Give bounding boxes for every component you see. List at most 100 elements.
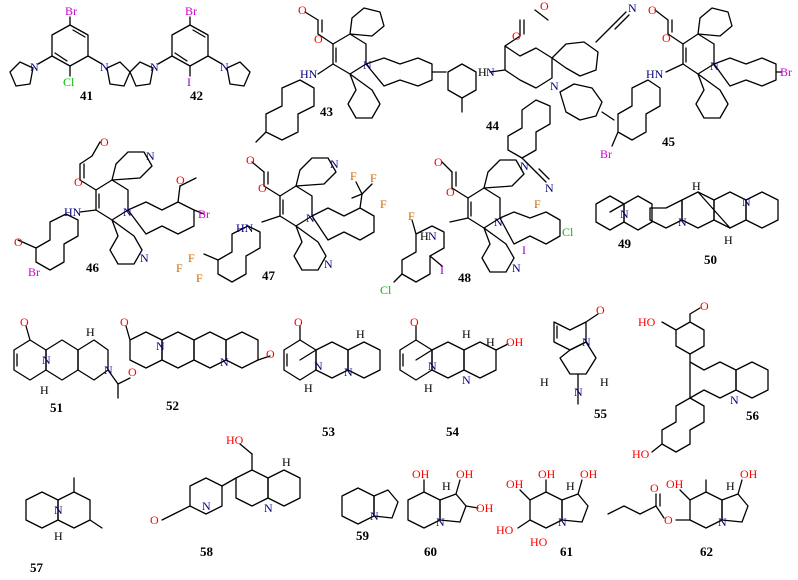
compound-number: 52: [166, 398, 179, 413]
atom-label: Br: [198, 207, 210, 221]
compound-49: N 49: [595, 195, 653, 251]
atom-label: H: [486, 335, 495, 349]
compound-number: 46: [86, 260, 100, 275]
compound-46: O O HN N N N O O Br Br 46: [14, 135, 210, 279]
compound-41: Br N N Cl 41: [9, 4, 131, 103]
atom-label: H: [462, 327, 471, 341]
atom-label: H: [478, 65, 487, 79]
atom-label: N: [140, 251, 149, 265]
compound-58: HO H N N O 58: [150, 433, 301, 559]
atom-label: I: [440, 263, 444, 277]
atom-label: O: [662, 31, 671, 45]
compound-43: O O HN N 43: [255, 3, 447, 143]
atom-label: N: [264, 501, 273, 515]
atom-label: H: [420, 229, 429, 243]
compound-number: 60: [424, 544, 437, 559]
atom-label: O: [650, 481, 659, 495]
atom-label: O: [100, 135, 109, 149]
atom-label: N: [710, 59, 719, 73]
atom-label: HN: [64, 205, 82, 219]
compound-42: Br N N I 42: [129, 4, 251, 103]
atom-label: H: [356, 327, 365, 341]
compound-51: O H H N N O 51: [13, 315, 137, 415]
compound-56: HO O HO N 56: [632, 299, 769, 461]
atom-label: N: [436, 515, 445, 529]
atom-label: HN: [646, 67, 664, 81]
atom-label: F: [370, 171, 377, 185]
compound-number: 48: [458, 270, 472, 285]
compound-number: 57: [30, 560, 44, 575]
atom-label: H: [566, 479, 575, 493]
atom-label: N: [306, 211, 315, 225]
atom-label: HO: [632, 447, 650, 461]
atom-label: N: [512, 261, 521, 275]
atom-label: N: [558, 515, 567, 529]
atom-label: I: [187, 75, 191, 89]
compound-number: 47: [262, 268, 276, 283]
atom-label: Br: [28, 265, 40, 279]
compound-number: 56: [746, 408, 760, 423]
atom-label: O: [294, 315, 303, 329]
atom-label: N: [150, 60, 159, 74]
atom-label: N: [344, 365, 353, 379]
compound-number: 44: [486, 118, 500, 133]
atom-label: N: [146, 149, 155, 163]
atom-label: F: [176, 261, 183, 275]
atom-label: Br: [65, 4, 77, 18]
atom-label: N: [330, 157, 339, 171]
atom-label: O: [540, 0, 549, 13]
atom-label: HO: [530, 535, 548, 549]
atom-label: O: [74, 175, 83, 189]
compound-number: 53: [322, 424, 336, 439]
atom-label: O: [258, 181, 267, 195]
atom-label: Br: [780, 65, 792, 79]
atom-label: OH: [740, 467, 758, 481]
atom-label: Br: [185, 4, 197, 18]
atom-label: HN: [300, 67, 318, 81]
atom-label: N: [428, 229, 437, 243]
atom-label: H: [692, 179, 701, 193]
atom-label: F: [408, 209, 415, 223]
atom-label: N: [718, 515, 727, 529]
atom-label: OH: [476, 501, 494, 515]
compound-54: O H H H N N OH 54: [399, 315, 524, 439]
atom-label: N: [220, 355, 229, 369]
compound-44: O O H N N N N 44: [447, 0, 637, 195]
atom-label: N: [324, 257, 333, 271]
atom-label: F: [380, 197, 387, 211]
atom-label: H: [442, 479, 451, 493]
compound-number: 51: [50, 400, 63, 415]
atom-label: Br: [600, 147, 612, 161]
atom-label: OH: [456, 467, 474, 481]
atom-label: O: [246, 153, 255, 167]
atom-label: H: [540, 375, 549, 389]
atom-label: N: [742, 195, 751, 209]
atom-label: HO: [496, 523, 514, 537]
compound-60: OH H OH OH N 60: [407, 467, 494, 559]
atom-label: N: [550, 79, 559, 93]
atom-label: O: [512, 29, 521, 43]
atom-label: N: [582, 335, 591, 349]
compound-number: 58: [200, 544, 214, 559]
atom-label: N: [574, 385, 583, 399]
atom-label: O: [410, 315, 419, 329]
atom-label: N: [494, 215, 503, 229]
atom-label: OH: [580, 467, 598, 481]
atom-label: N: [370, 509, 379, 523]
atom-label: N: [100, 60, 109, 74]
atom-label: H: [724, 233, 733, 247]
atom-label: OH: [506, 477, 524, 491]
compound-45: O O HN N Br Br 45: [600, 3, 792, 161]
atom-label: O: [314, 32, 323, 46]
compound-52: O N N O 52: [120, 315, 275, 413]
atom-label: N: [202, 499, 211, 513]
compound-57: N H 57: [25, 477, 103, 575]
atom-label: HO: [226, 433, 244, 447]
atom-label: H: [424, 381, 433, 395]
atom-label: N: [42, 353, 51, 367]
compound-53: O H H N N 53: [283, 315, 381, 439]
atom-label: H: [726, 479, 735, 493]
atom-label: N: [678, 215, 687, 229]
atom-label: H: [600, 375, 609, 389]
atom-label: N: [156, 339, 165, 353]
